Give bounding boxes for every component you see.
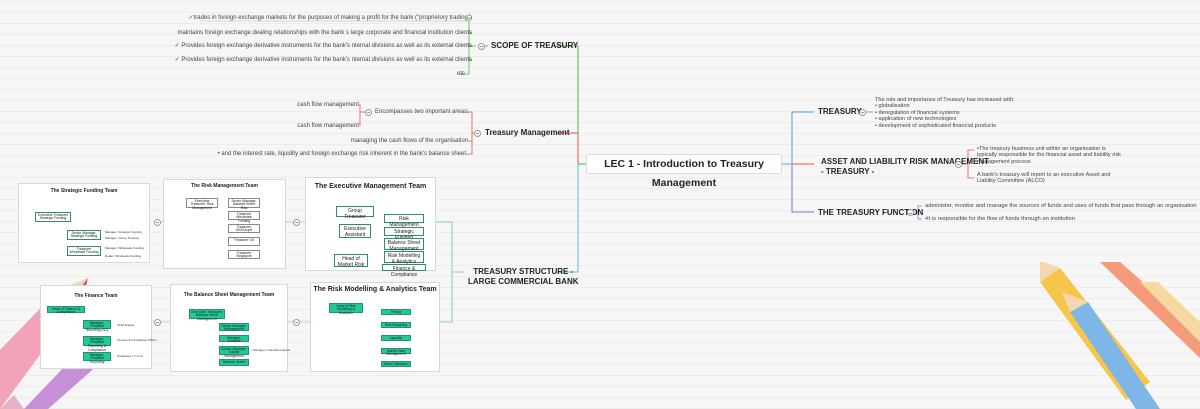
fin-box-2: Manager, Financial Reporting (NZ) bbox=[83, 320, 111, 332]
rm-box-6: Treasurer Singapore bbox=[228, 250, 260, 259]
treasury-topic[interactable]: TREASURY bbox=[818, 107, 862, 116]
central-topic[interactable]: LEC 1 - Introduction to Treasury Managem… bbox=[586, 154, 782, 189]
collapse-function-icon[interactable] bbox=[907, 209, 914, 216]
thumb-strategic-funding[interactable]: The Strategic Funding Team Executive Tre… bbox=[18, 183, 150, 263]
rma-box-1: Head of Risk Modelling & Analytics bbox=[329, 303, 363, 315]
rm-box-1: Executive Treasurer, Risk Management bbox=[186, 198, 218, 210]
fin-label-1: STEI Analyst bbox=[117, 323, 135, 327]
sf-label-1: Manager, Strategic Funding bbox=[105, 230, 142, 234]
ex-box-4: Risk Management bbox=[384, 214, 424, 228]
sf-label-2: Manager, Group Treasury bbox=[105, 236, 140, 240]
sf-box-2: Senior Manager, Strategic Funding bbox=[67, 230, 101, 240]
fin-box-1: Head of Finance & Compliance bbox=[47, 306, 85, 314]
ex-box-5: Strategic Funding bbox=[384, 227, 424, 241]
rm-box-2: Senior Manager, Balance Sheet Risk bbox=[228, 198, 260, 210]
scope-item-5[interactable]: etc bbox=[456, 71, 465, 77]
alrm-note-1-line-2: typically responsible for the financial … bbox=[977, 152, 1121, 159]
ex-box-2: Executive Assistant bbox=[339, 224, 371, 238]
alrm-topic[interactable]: ASSET AND LIABILITY RISK MANAGEMENT - TR… bbox=[821, 157, 989, 177]
treasury-note-line-1: The role and importance of Treasury has … bbox=[875, 97, 1015, 103]
pencil-decoration-right bbox=[1040, 262, 1200, 409]
collapse-bs-icon[interactable] bbox=[293, 318, 300, 326]
ex-title: The Executive Management Team bbox=[314, 183, 427, 190]
alrm-note-1-line-1: •The treasury business unit within an or… bbox=[977, 146, 1106, 152]
rm-box-4: Treasurer UK/Europe bbox=[228, 224, 260, 233]
bs-box-4: Senior Manager, Capital Management bbox=[219, 346, 249, 358]
treasury-function-topic[interactable]: THE TREASURY FUNCTION bbox=[818, 208, 924, 217]
fin-title: The Finance Team bbox=[74, 293, 118, 299]
tm-cash-flow-1[interactable]: cash flow management bbox=[297, 102, 359, 108]
alrm-note-2[interactable]: A bank's treasury will report to an exec… bbox=[977, 172, 1111, 185]
treasury-note-line-2: • globalisation bbox=[875, 103, 910, 110]
rma-title: The Risk Modelling & Analytics Team bbox=[313, 286, 437, 293]
rma-box-3: Risk Reporting bbox=[381, 322, 411, 328]
bs-box-3: Manager, Analysis bbox=[219, 335, 249, 343]
sf-label-3: Manager, Wholesale Funding bbox=[105, 246, 145, 250]
sf-box-1: Executive Treasurer Strategic Funding bbox=[35, 212, 71, 222]
ex-box-6: Balance Sheet Management bbox=[384, 238, 424, 252]
treasury-management-topic[interactable]: Treasury Management bbox=[485, 128, 570, 137]
collapse-scope-icon[interactable] bbox=[478, 42, 485, 50]
collapse-sf-icon[interactable] bbox=[154, 218, 161, 226]
rma-box-4: Liquidity bbox=[381, 335, 411, 341]
rm-title: The Risk Management Team bbox=[191, 183, 258, 189]
rm-box-5: Treasurer US bbox=[228, 237, 260, 246]
thumb-executive-management[interactable]: The Executive Management Team Group Trea… bbox=[305, 177, 436, 278]
sf-title: The Strategic Funding Team bbox=[50, 188, 118, 194]
function-item-2[interactable]: •It is responsible for the flow of funds… bbox=[925, 216, 1075, 222]
bs-box-5: Balance Sheet bbox=[219, 359, 249, 366]
alrm-note-1[interactable]: •The treasury business unit within an or… bbox=[977, 146, 1121, 165]
scope-item-1[interactable]: ✓trades in foreign exchange markets for … bbox=[188, 15, 472, 21]
tm-encompasses[interactable]: Encompasses two important areas: bbox=[375, 109, 469, 115]
alrm-title-1: ASSET AND LIABILITY RISK MANAGEMENT bbox=[821, 157, 990, 166]
sf-label-4: Dealer, Wholesale Funding bbox=[105, 254, 142, 258]
treasury-structure-title-1: TREASURY STRUCTURE - bbox=[473, 267, 574, 276]
alrm-note-1-line-3: management process bbox=[977, 158, 1031, 165]
bs-box-2: Senior Manager, Management bbox=[219, 323, 249, 331]
fin-label-2: Finance & Compliance Officer bbox=[117, 338, 157, 342]
treasury-structure-topic[interactable]: TREASURY STRUCTURE - LARGE COMMERCIAL BA… bbox=[468, 267, 579, 287]
collapse-encompasses-icon[interactable] bbox=[365, 108, 372, 116]
ex-box-7: Risk Modelling & Analytics bbox=[384, 251, 424, 265]
bs-box-1: Executive Treasurer, Balance Sheet Manag… bbox=[189, 309, 225, 321]
rm-box-3: Treasurer Wholesale Funding bbox=[228, 211, 260, 223]
thumb-balance-sheet[interactable]: The Balance Sheet Management Team Execut… bbox=[170, 284, 291, 372]
collapse-alrm-icon[interactable] bbox=[955, 160, 962, 168]
treasury-note-line-5: • development of sophisticated financial… bbox=[875, 122, 997, 129]
treasury-note[interactable]: The role and importance of Treasury has … bbox=[875, 97, 1015, 129]
scope-item-3[interactable]: ✓ Provides foreign exchange derivative i… bbox=[174, 43, 472, 49]
fin-box-3: Manager, Financial Reporting & Complianc… bbox=[83, 336, 111, 352]
scope-item-4[interactable]: ✓ Provides foreign exchange derivative i… bbox=[174, 57, 472, 63]
fin-box-4: Manager, Financial Reporting bbox=[83, 352, 111, 364]
bs-label-1: Manager, Financial Analysis bbox=[253, 348, 291, 352]
tm-interest-rate[interactable]: • and the interest rate, liquidity and f… bbox=[217, 151, 466, 157]
collapse-tm-icon[interactable] bbox=[474, 129, 481, 137]
scope-of-treasury-topic[interactable]: SCOPE OF TREASURY bbox=[491, 41, 579, 50]
thumb-finance[interactable]: The Finance Team Head of Finance & Compl… bbox=[40, 285, 157, 369]
rma-box-5: Market Data Management bbox=[381, 348, 411, 356]
tm-cash-flow-2[interactable]: cash flow management bbox=[297, 123, 359, 129]
treasury-note-line-4: • application of new technologies bbox=[875, 116, 957, 123]
thumb-risk-modelling[interactable]: The Risk Modelling & Analytics Team Head… bbox=[310, 282, 440, 372]
function-item-1[interactable]: administer, monitor and manage the sourc… bbox=[925, 203, 1197, 209]
fin-label-3: Graduates x 2 to at bbox=[117, 354, 143, 358]
alrm-note-2-line-2: Liability Committee (ALCO) bbox=[977, 178, 1045, 185]
alrm-title-2: - TREASURY - bbox=[821, 167, 875, 176]
tm-managing[interactable]: managing the cash flows of the organisat… bbox=[350, 138, 468, 144]
collapse-rm-icon[interactable] bbox=[293, 218, 300, 226]
alrm-note-2-line-1: A bank's treasury will report to an exec… bbox=[977, 172, 1111, 178]
collapse-treasury-icon[interactable] bbox=[859, 108, 866, 116]
treasury-structure-title-2: LARGE COMMERCIAL BANK bbox=[468, 277, 579, 286]
ex-box-8: Finance & Compliance bbox=[382, 264, 426, 278]
collapse-fin-icon[interactable] bbox=[154, 318, 161, 326]
ex-box-3: Head of Market Risk bbox=[334, 254, 368, 268]
bs-title: The Balance Sheet Management Team bbox=[183, 292, 275, 298]
thumb-risk-management[interactable]: The Risk Management Team Executive Treas… bbox=[163, 179, 286, 269]
ex-box-1: Group Treasurer bbox=[336, 206, 374, 220]
scope-item-2[interactable]: maintains foreign exchange dealing relat… bbox=[177, 30, 472, 36]
rma-box-2: Pricing bbox=[381, 309, 411, 315]
rma-box-6: Model Validation bbox=[381, 361, 411, 367]
treasury-note-line-3: • deregulation of financial systems bbox=[875, 109, 960, 116]
sf-box-3: Treasurer Wholesale Funding bbox=[67, 246, 101, 256]
